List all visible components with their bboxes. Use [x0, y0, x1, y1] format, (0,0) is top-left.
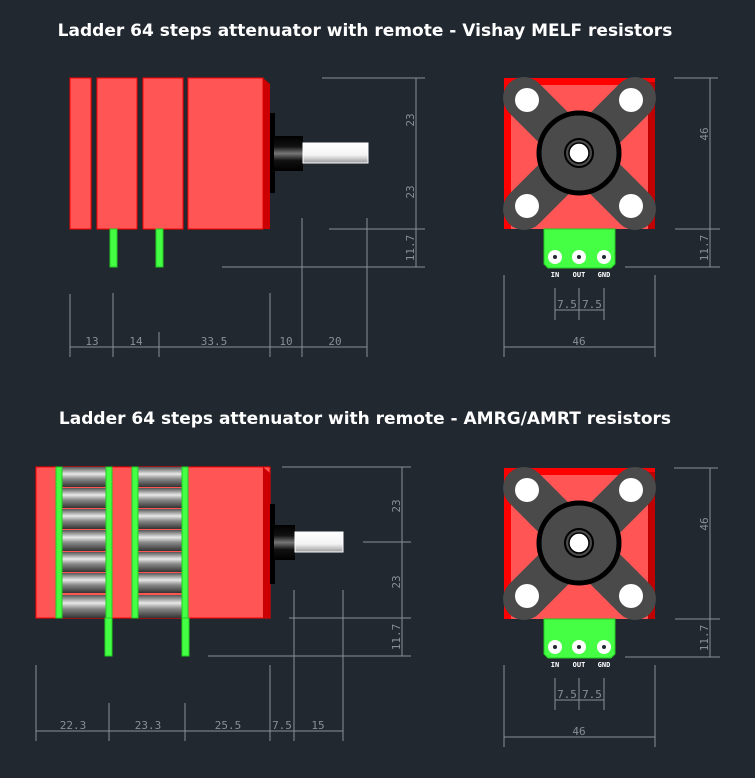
dim-label: 23.3	[135, 719, 162, 732]
dim-label: 25.5	[215, 719, 242, 732]
side-view: 23 23 11.7 22.3 23.3 25.5 7.5 15	[35, 466, 411, 741]
dim-label: 7.5	[557, 688, 577, 701]
dim-label: 13	[85, 335, 98, 348]
dim-label: 15	[311, 719, 324, 732]
dim-label: 7.5	[582, 298, 602, 311]
dim-label: 11.7	[698, 625, 711, 652]
pin-label-out: OUT	[573, 271, 586, 279]
front-view: IN OUT GND 7.5 7.5 46 46 11.7	[504, 78, 720, 357]
pin-label-gnd: GND	[598, 661, 611, 669]
dim-label: 11.7	[404, 235, 417, 262]
pin-label-in: IN	[551, 661, 559, 669]
dim-label: 33.5	[201, 335, 228, 348]
section-amrg: Ladder 64 steps attenuator with remote -…	[35, 409, 720, 747]
dim-label: 23	[404, 185, 417, 198]
dim-label: 23	[404, 113, 417, 126]
dim-label: 23	[390, 499, 403, 512]
front-view: IN OUT GND 7.5 7.5 46 46 11.7	[504, 468, 720, 747]
dim-label: 46	[572, 335, 585, 348]
pin-label-in: IN	[551, 271, 559, 279]
dim-label: 11.7	[390, 624, 403, 651]
section-title: Ladder 64 steps attenuator with remote -…	[59, 409, 671, 429]
dim-label: 14	[129, 335, 143, 348]
dim-label: 46	[698, 517, 711, 530]
section-title: Ladder 64 steps attenuator with remote -…	[58, 21, 673, 41]
section-melf: Ladder 64 steps attenuator with remote -…	[58, 21, 720, 357]
dim-label: 7.5	[272, 719, 292, 732]
dim-label: 46	[572, 725, 585, 738]
dim-label: 20	[328, 335, 341, 348]
side-view: 23 23 11.7 13 14 33.5 10 20	[69, 77, 425, 357]
dim-label: 11.7	[698, 235, 711, 262]
pin-label-out: OUT	[573, 661, 586, 669]
pin-label-gnd: GND	[598, 271, 611, 279]
dim-label: 7.5	[582, 688, 602, 701]
dim-label: 23	[390, 575, 403, 588]
dim-label: 46	[698, 127, 711, 140]
dim-label: 22.3	[60, 719, 87, 732]
dim-label: 10	[279, 335, 292, 348]
dim-label: 7.5	[557, 298, 577, 311]
